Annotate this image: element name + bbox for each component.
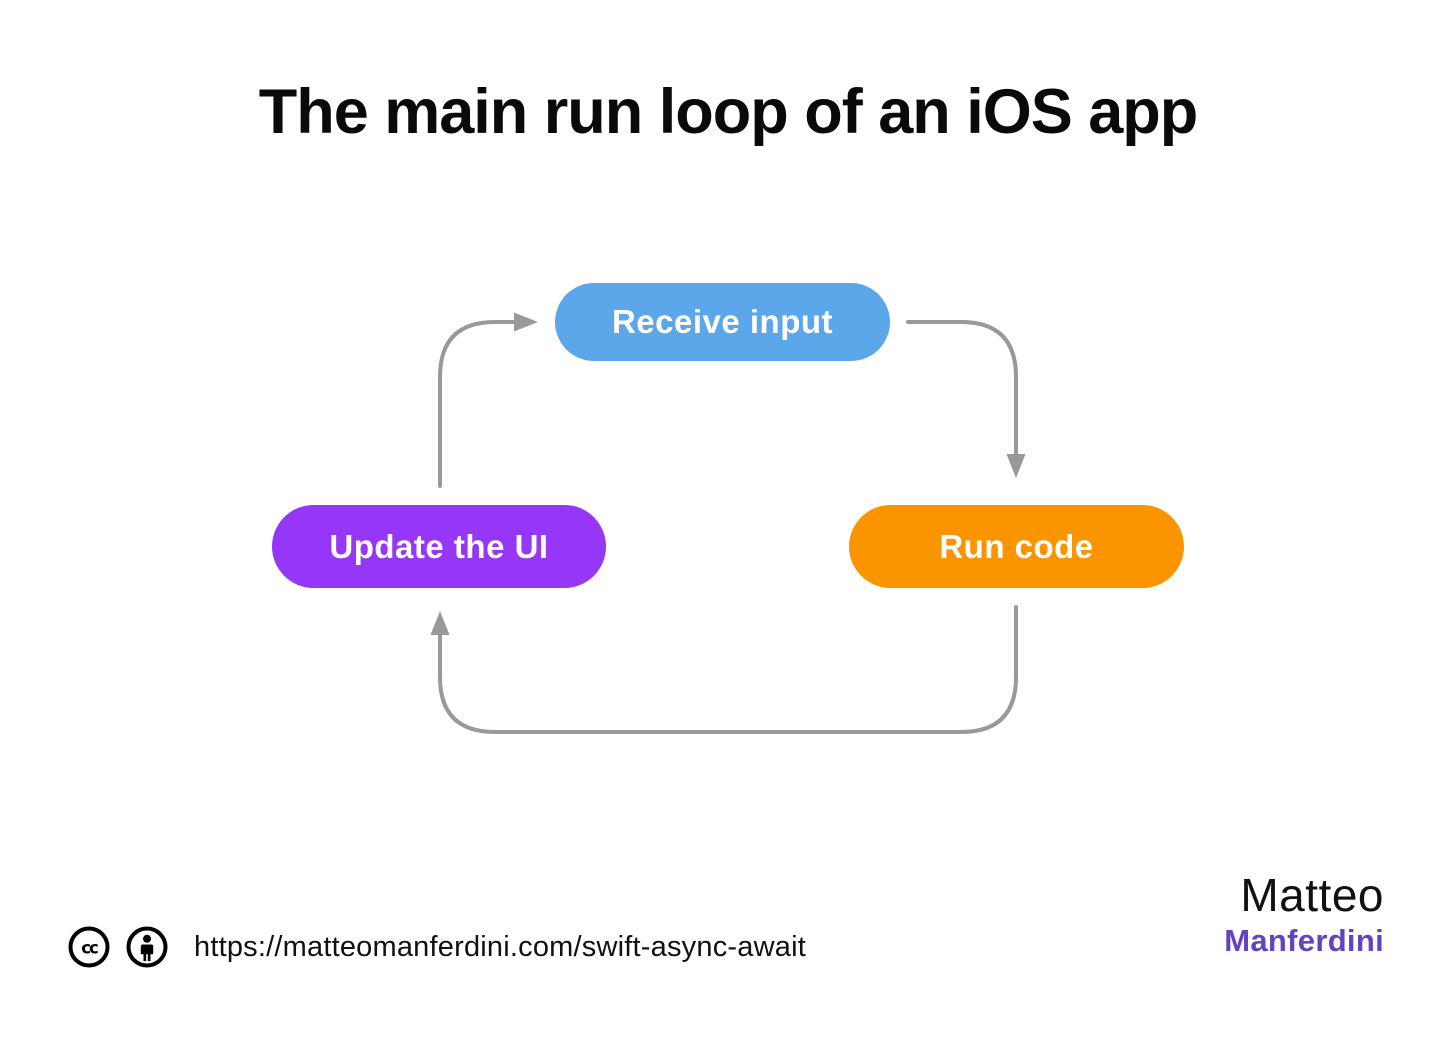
source-url: https://matteomanferdini.com/swift-async… <box>194 930 806 963</box>
node-update-the-ui: Update the UI <box>272 505 606 588</box>
node-update-the-ui-label: Update the UI <box>329 527 549 565</box>
arrow-update-to-receive <box>438 312 538 488</box>
node-receive-input: Receive input <box>555 283 890 361</box>
node-run-code-label: Run code <box>939 527 1094 565</box>
arrowhead-down-icon <box>1006 454 1026 478</box>
author-last-name: Manferdini <box>1224 922 1384 958</box>
author-brand: Matteo Manferdini <box>1224 870 1384 959</box>
attribution-icon <box>126 926 168 968</box>
arrow-run-to-update <box>430 605 1018 734</box>
license-bar: cc https://matteomanferdini.com/swift-as… <box>68 926 806 968</box>
arrow-receive-to-run <box>906 320 1026 478</box>
node-run-code: Run code <box>849 505 1184 588</box>
arrowhead-right-icon <box>514 312 538 332</box>
cc-icon: cc <box>68 926 110 968</box>
svg-text:cc: cc <box>81 939 98 958</box>
node-receive-input-label: Receive input <box>611 303 834 340</box>
arrowhead-up-icon <box>430 611 450 635</box>
page-title: The main run loop of an iOS app <box>258 77 1199 147</box>
author-first-name: Matteo <box>1240 869 1384 921</box>
